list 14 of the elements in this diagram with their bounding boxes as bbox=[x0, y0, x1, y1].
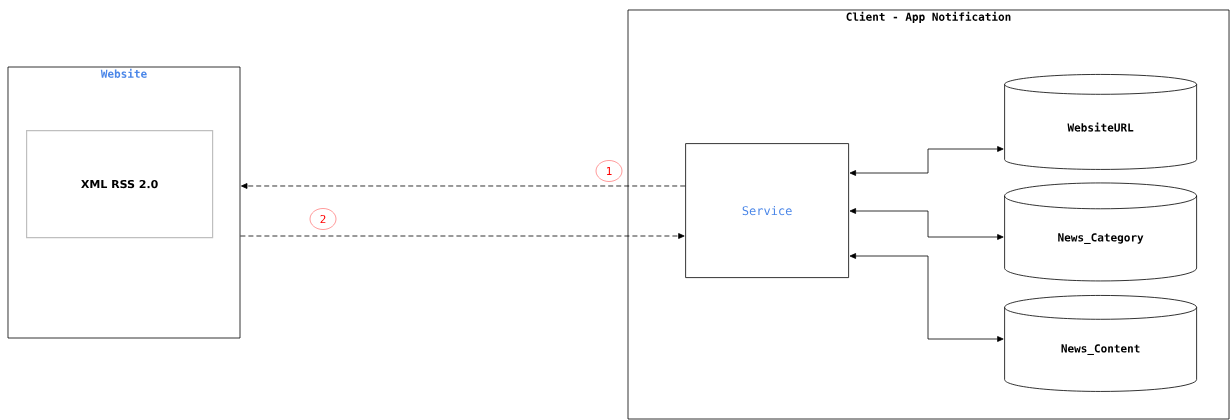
arrow bbox=[241, 183, 686, 189]
arrow bbox=[849, 146, 1004, 176]
database-cylinder: WebsiteURL bbox=[1004, 74, 1197, 170]
database-cylinder: News_Content bbox=[1004, 295, 1197, 392]
process-box: Service bbox=[685, 143, 849, 278]
arrow bbox=[240, 233, 685, 239]
box-title: Client - App Notification bbox=[846, 11, 1011, 24]
content-box: XML RSS 2.0 bbox=[26, 130, 214, 239]
step-number: 1 bbox=[595, 160, 623, 182]
step-number: 2 bbox=[309, 208, 337, 230]
arrow bbox=[849, 208, 1004, 240]
arrow bbox=[849, 253, 1004, 342]
database-cylinder: News_Category bbox=[1004, 182, 1197, 282]
box-title: Website bbox=[100, 68, 147, 78]
